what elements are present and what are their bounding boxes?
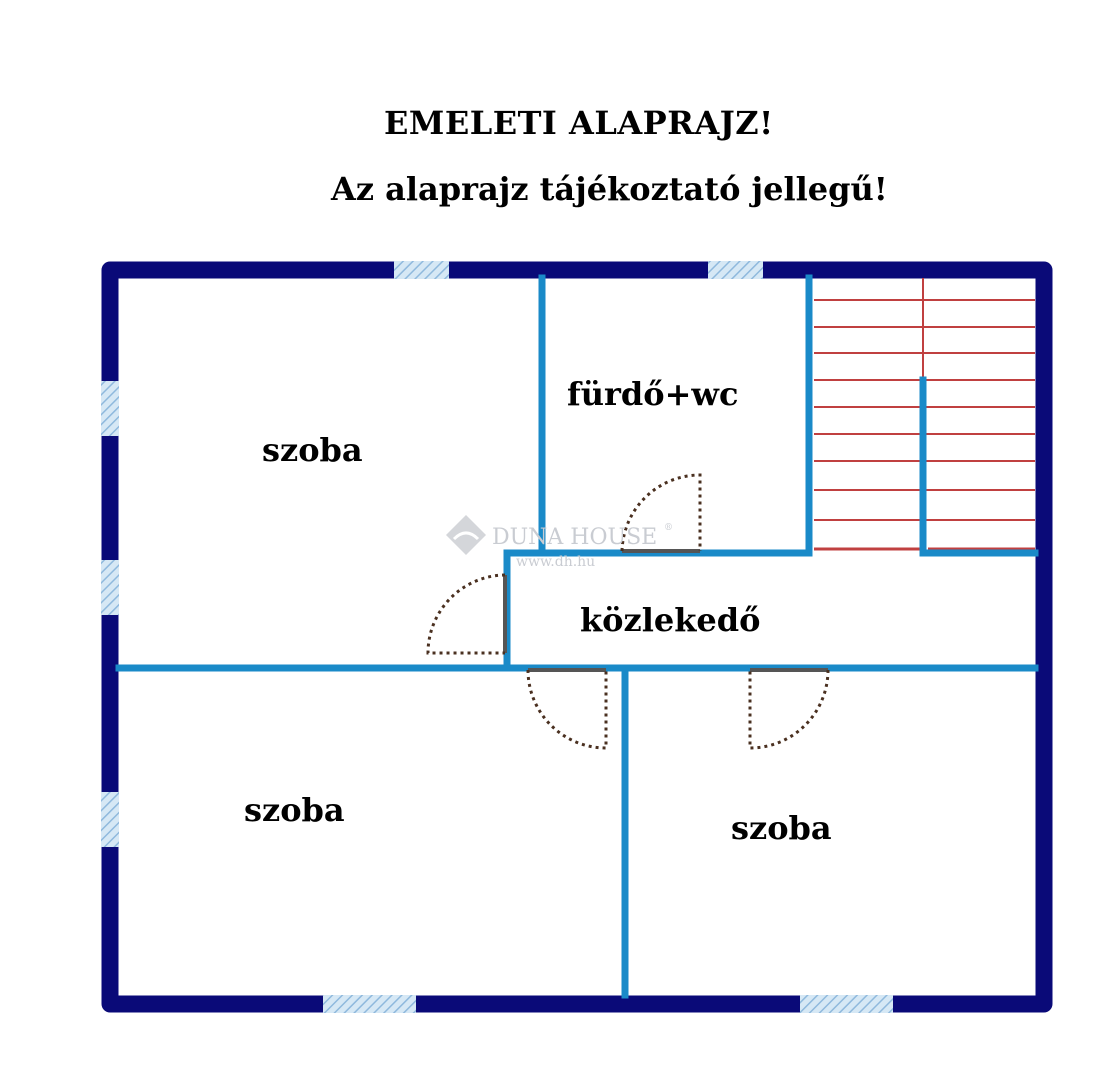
watermark-registered: ® <box>664 523 673 533</box>
window <box>101 381 119 436</box>
watermark: DUNA HOUSE ® www.dh.hu <box>446 515 673 570</box>
outer-walls <box>101 261 1053 1013</box>
window <box>800 995 893 1013</box>
room-label-top-left: szoba <box>262 431 363 469</box>
window <box>708 261 763 279</box>
room-label-bathroom: fürdő+wc <box>567 375 738 413</box>
room-label-bottom-left: szoba <box>244 791 345 829</box>
outer-wall <box>101 261 1053 1013</box>
window <box>101 792 119 847</box>
duna-house-logo <box>446 515 486 555</box>
watermark-url: www.dh.hu <box>516 554 595 570</box>
page-title: EMELETI ALAPRAJZ! <box>384 104 774 142</box>
door-room-top-left <box>426 573 507 655</box>
door-bathroom <box>620 473 702 553</box>
room-label-bottom-right: szoba <box>731 809 832 847</box>
watermark-brand: DUNA HOUSE <box>492 525 657 550</box>
doors <box>426 473 830 750</box>
page-subtitle: Az alaprajz tájékoztató jellegű! <box>331 170 888 208</box>
room-label-hallway: közlekedő <box>580 601 760 639</box>
window <box>101 560 119 615</box>
door-room-bottom-right <box>748 668 830 750</box>
windows <box>101 261 893 1013</box>
door-room-bottom-left <box>526 668 608 750</box>
window <box>323 995 416 1013</box>
window <box>394 261 449 279</box>
